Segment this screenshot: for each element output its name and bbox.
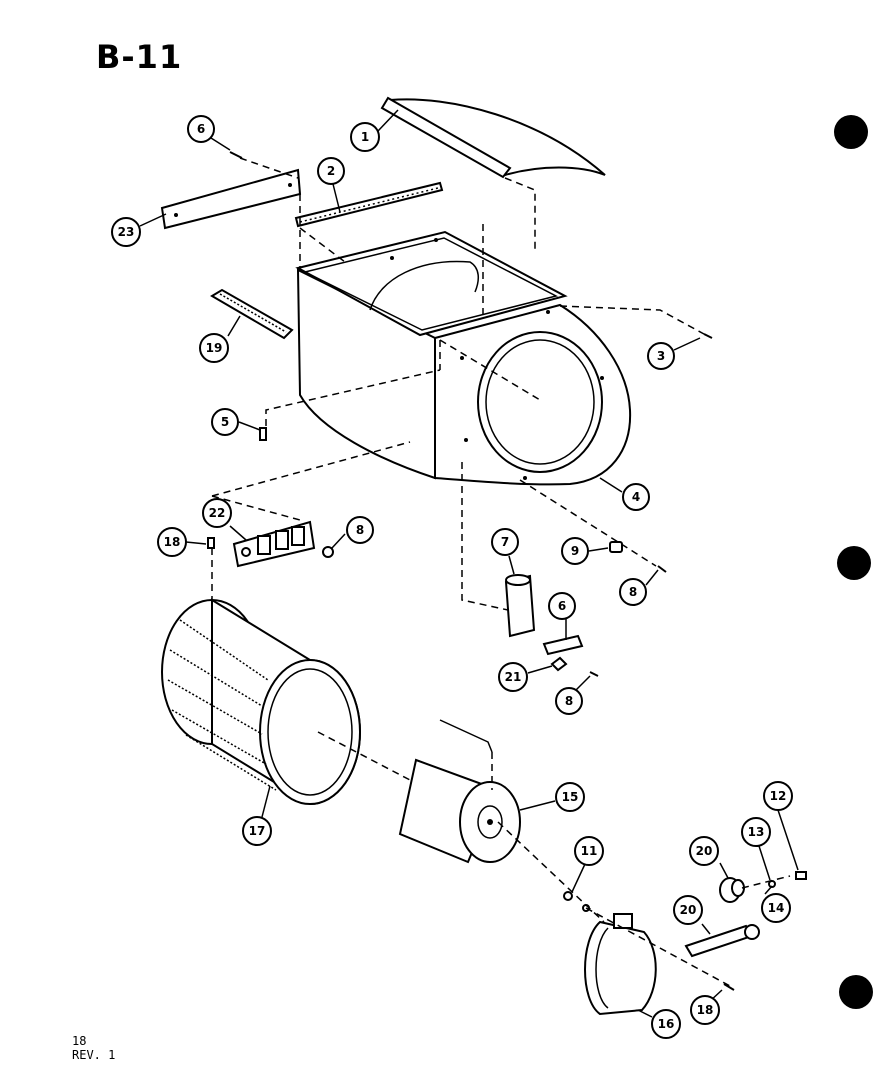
callout-6-top: 6 (187, 115, 215, 143)
part-2-mounting-strip (294, 181, 444, 228)
part-21-clip (550, 656, 568, 672)
page-number: 18 (72, 1034, 87, 1048)
svg-text:12: 12 (770, 789, 787, 803)
callout-18-bottom: 18 (690, 995, 720, 1025)
svg-text:17: 17 (249, 824, 266, 838)
part-16-motor-band (584, 913, 657, 1016)
part-9-bushing (609, 541, 623, 553)
callout-5: 5 (211, 408, 239, 436)
part-6-capacitor-bracket (542, 634, 584, 656)
callout-20-arm: 20 (673, 895, 703, 925)
svg-text:18: 18 (164, 535, 181, 549)
svg-text:11: 11 (581, 844, 598, 858)
svg-text:20: 20 (696, 844, 713, 858)
svg-text:9: 9 (571, 544, 579, 558)
svg-text:5: 5 (221, 415, 229, 429)
callout-8-right: 8 (619, 578, 647, 606)
callout-8-right-of-22: 8 (346, 516, 374, 544)
callout-6-bracket: 6 (548, 592, 576, 620)
callout-3: 3 (647, 342, 675, 370)
callout-17: 17 (242, 816, 272, 846)
callout-18-left: 18 (157, 527, 187, 557)
svg-text:7: 7 (501, 535, 509, 549)
part-17-blower-wheel (161, 598, 361, 806)
svg-text:16: 16 (658, 1017, 675, 1031)
callout-7: 7 (491, 528, 519, 556)
callout-9: 9 (561, 537, 589, 565)
callout-20-grommet: 20 (689, 836, 719, 866)
svg-text:23: 23 (118, 225, 135, 239)
svg-text:8: 8 (629, 585, 637, 599)
part-15-motor (398, 719, 521, 864)
callout-leader-lines (139, 109, 799, 1018)
svg-text:8: 8 (565, 694, 573, 708)
page-footer: 18 REV. 1 (72, 1034, 115, 1062)
binder-hole-bottom (839, 975, 873, 1009)
callout-16: 16 (651, 1009, 681, 1039)
svg-text:22: 22 (209, 506, 226, 520)
part-20-grommet (719, 877, 745, 903)
part-1-cutoff-plate (380, 96, 606, 179)
callout-11: 11 (574, 836, 604, 866)
part-19-strip (210, 288, 294, 340)
callout-23: 23 (111, 217, 141, 247)
callout-8-bottom: 8 (555, 687, 583, 715)
callout-15: 15 (555, 782, 585, 812)
part-4-blower-housing (295, 230, 632, 486)
callout-22: 22 (202, 498, 232, 528)
svg-text:20: 20 (680, 903, 697, 917)
callout-12: 12 (763, 781, 793, 811)
callout-13: 13 (741, 817, 771, 847)
svg-text:2: 2 (327, 164, 335, 178)
callout-14: 14 (761, 893, 791, 923)
svg-text:14: 14 (768, 901, 785, 915)
svg-text:3: 3 (657, 349, 665, 363)
part-22-terminal-block (232, 520, 316, 568)
part-7-capacitor (504, 574, 536, 638)
svg-text:8: 8 (356, 523, 364, 537)
callout-19: 19 (199, 333, 229, 363)
svg-text:6: 6 (558, 599, 566, 613)
svg-text:1: 1 (361, 130, 369, 144)
svg-text:18: 18 (697, 1003, 714, 1017)
svg-text:13: 13 (748, 825, 765, 839)
svg-text:19: 19 (206, 341, 223, 355)
assembly-guide-lines (211, 157, 791, 987)
binder-hole-middle (837, 546, 871, 580)
part-23-filler-plate (160, 168, 302, 230)
svg-text:15: 15 (562, 790, 579, 804)
page-title: B-11 (96, 38, 183, 76)
callout-4: 4 (622, 483, 650, 511)
callout-1: 1 (350, 122, 380, 152)
revision-label: REV. 1 (72, 1048, 116, 1062)
part-20-mount-arm (684, 924, 760, 958)
callout-2: 2 (317, 157, 345, 185)
svg-text:4: 4 (632, 490, 640, 504)
callout-21: 21 (498, 662, 528, 692)
svg-text:6: 6 (197, 122, 205, 136)
svg-text:21: 21 (505, 670, 522, 684)
binder-hole-top (834, 115, 868, 149)
